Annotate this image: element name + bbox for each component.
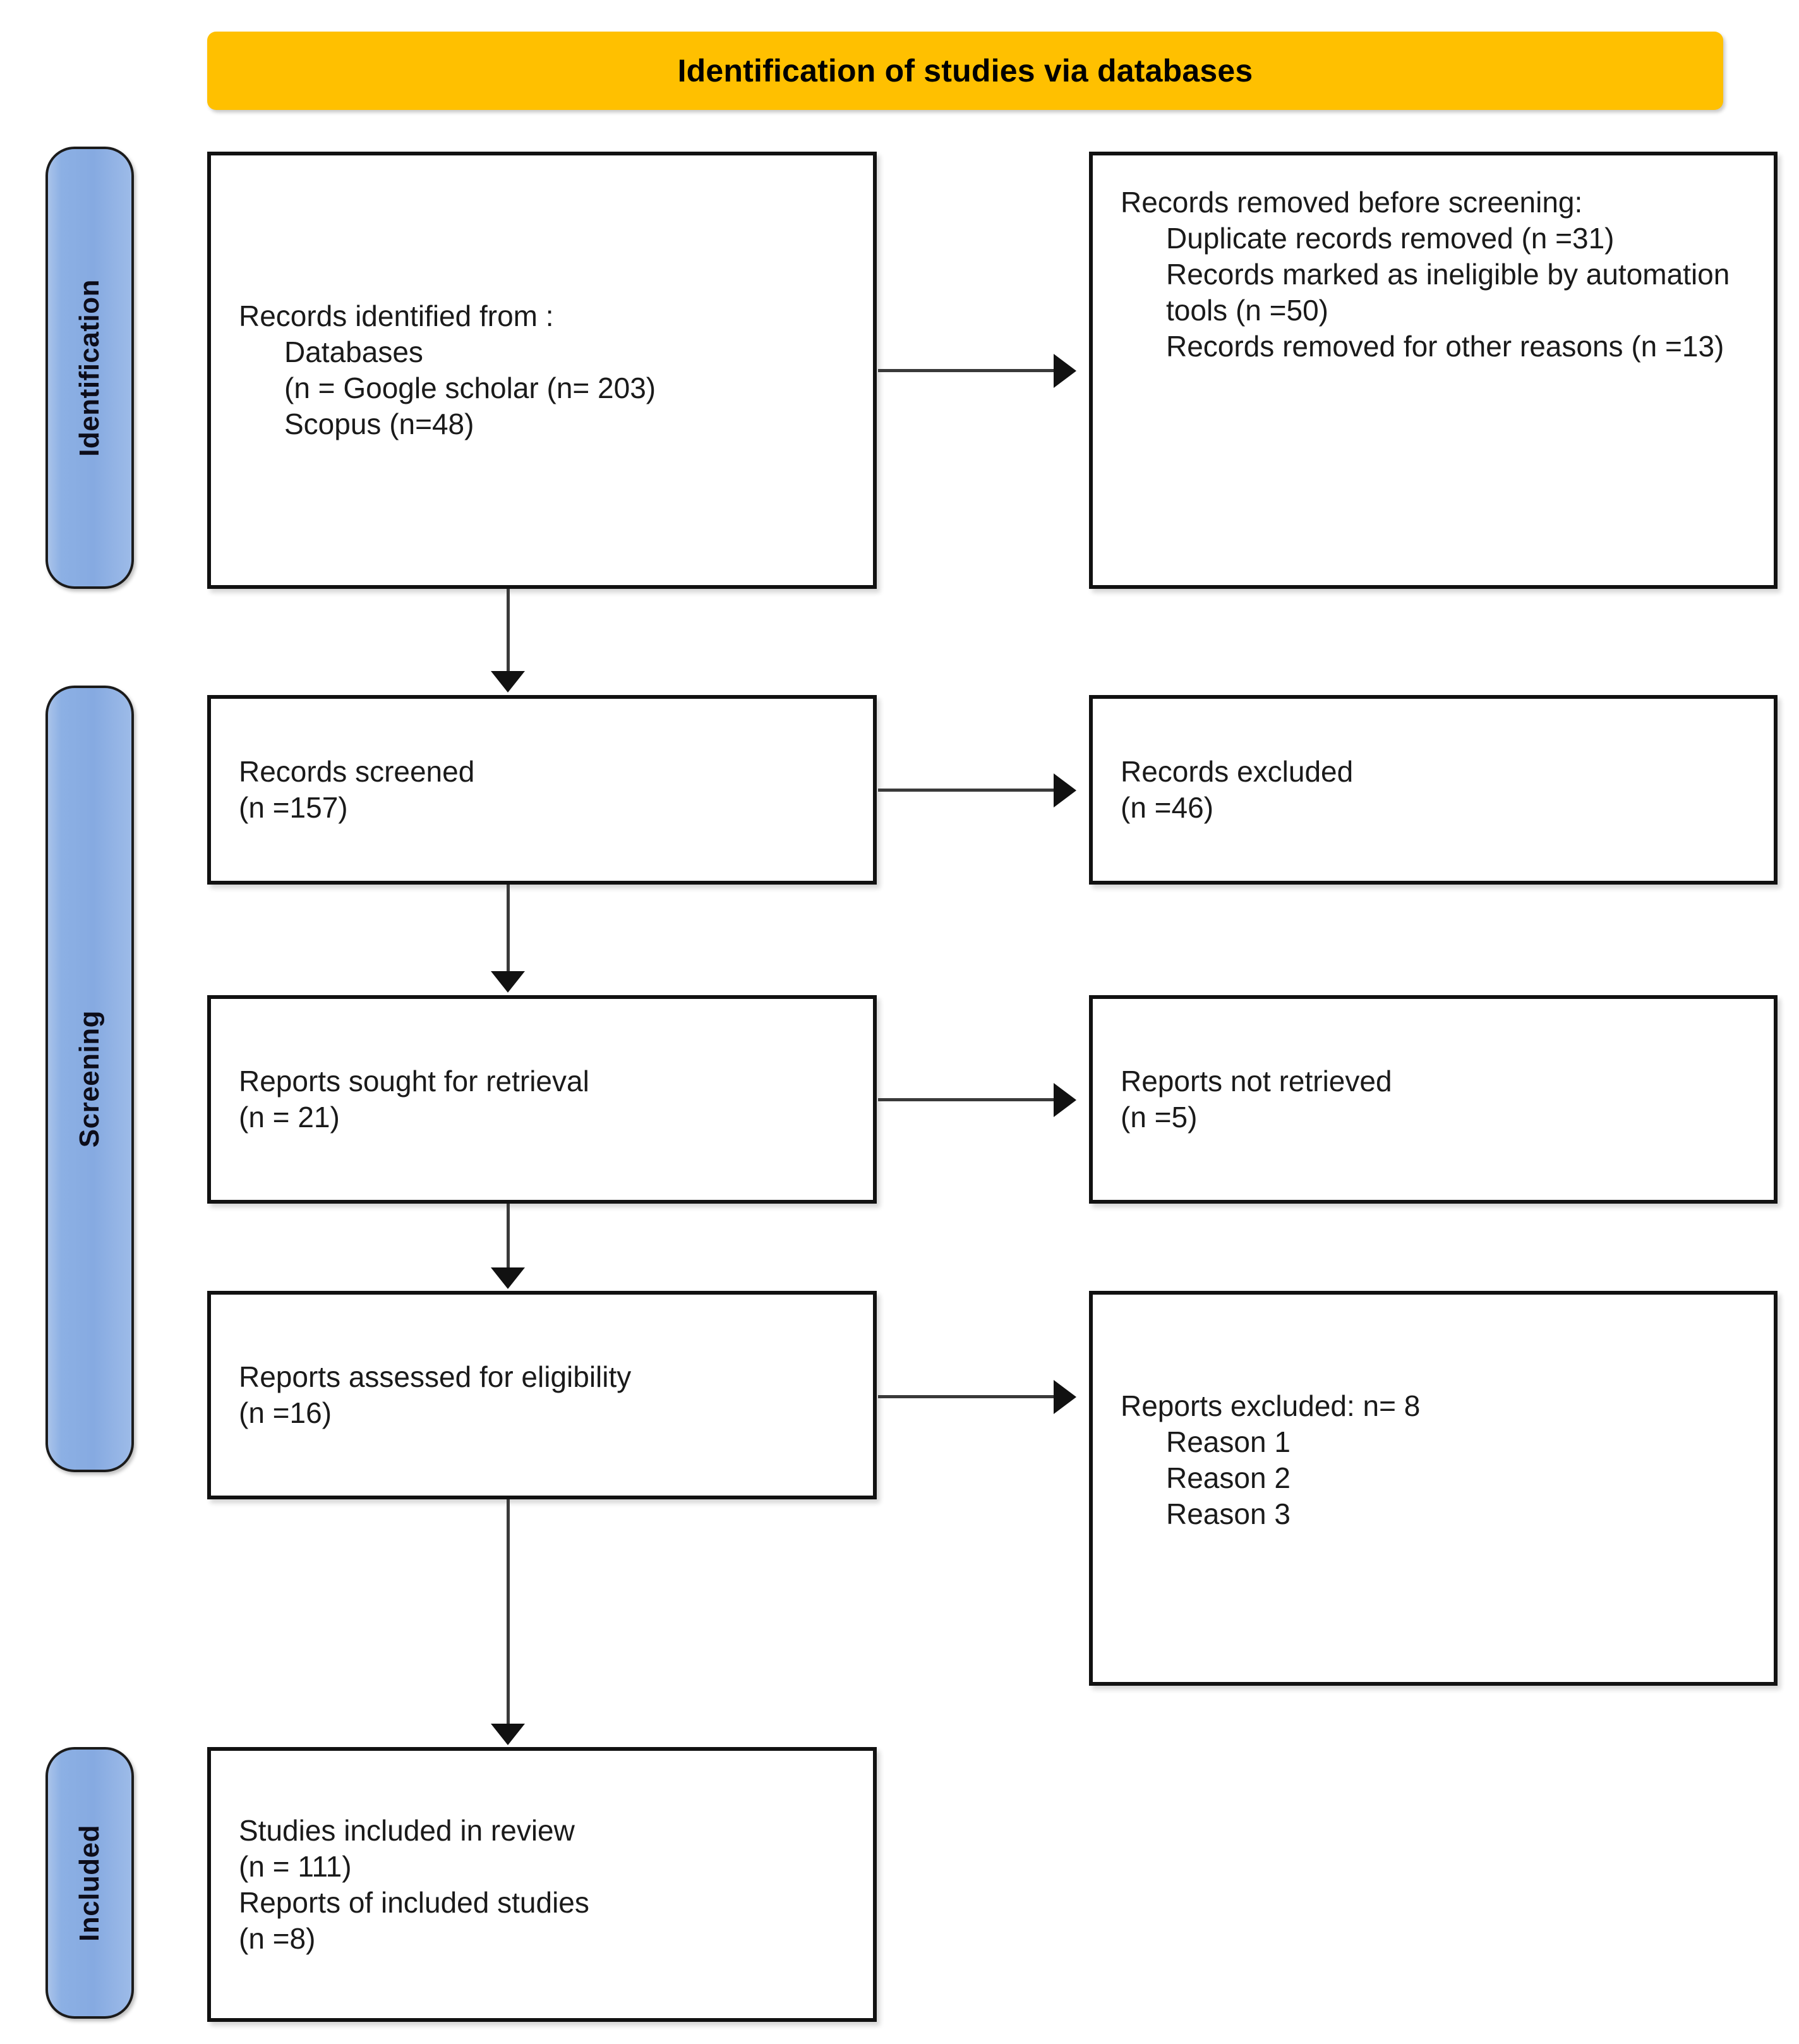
records-excluded-line-1: Records excluded [1121, 754, 1354, 788]
connector-identified-to-removed-arrow-icon [1054, 354, 1076, 388]
reports-excluded-reason-3: Reason 3 [1166, 1497, 1291, 1531]
reports-sought-line-1: Reports sought for retrieval [239, 1064, 589, 1098]
box-records-identified-content: Records identified from : Databases (n =… [239, 298, 854, 442]
records-screened-line-2: (n =157) [239, 791, 348, 824]
records-identified-line-4: Scopus (n=48) [284, 408, 474, 441]
reports-sought-line-2: (n = 21) [239, 1101, 340, 1134]
box-reports-not-retrieved-content: Reports not retrieved (n =5) [1121, 1063, 1755, 1135]
studies-included-line-2: (n = 111) [239, 1849, 352, 1883]
connector-identified-to-screened-arrow-icon [491, 671, 525, 692]
studies-included-line-1: Studies included in review [239, 1813, 575, 1847]
connector-assessed-to-excluded-reports-line [878, 1395, 1057, 1398]
phase-screening-text: Screening [74, 1010, 105, 1148]
box-records-identified: Records identified from : Databases (n =… [207, 152, 877, 589]
records-identified-line-2: Databases [284, 335, 423, 368]
connector-identified-to-screened-line [507, 589, 510, 674]
reports-assessed-line-1: Reports assessed for eligibility [239, 1360, 632, 1393]
box-records-removed-content: Records removed before screening: Duplic… [1121, 184, 1755, 365]
connector-sought-to-not-retrieved-line [878, 1098, 1057, 1101]
records-excluded-line-2: (n =46) [1121, 791, 1214, 824]
records-removed-heading: Records removed before screening: [1121, 184, 1755, 221]
studies-included-line-4: (n =8) [239, 1921, 316, 1955]
connector-screened-to-excluded-arrow-icon [1054, 773, 1076, 807]
records-removed-line-2: Duplicate records removed (n =31) [1166, 222, 1615, 255]
box-reports-assessed-for-eligibility: Reports assessed for eligibility (n =16) [207, 1291, 877, 1499]
phase-identification-text: Identification [74, 279, 105, 457]
box-records-screened: Records screened (n =157) [207, 695, 877, 885]
reports-not-retrieved-line-2: (n =5) [1121, 1101, 1198, 1134]
records-removed-heading-part-3: : [1574, 186, 1583, 219]
reports-assessed-line-2: (n =16) [239, 1396, 332, 1429]
box-reports-excluded-content: Reports excluded: n= 8 Reason 1 Reason 2… [1121, 1388, 1755, 1532]
connector-screened-to-sought-arrow-icon [491, 971, 525, 993]
studies-included-line-3: Reports of included studies [239, 1885, 589, 1919]
connector-sought-to-assessed-line [507, 1204, 510, 1269]
box-reports-assessed-content: Reports assessed for eligibility (n =16) [239, 1359, 854, 1431]
connector-assessed-to-excluded-reports-arrow-icon [1054, 1380, 1076, 1414]
reports-excluded-reason-1: Reason 1 [1166, 1425, 1291, 1459]
box-records-removed-before-screening: Records removed before screening: Duplic… [1089, 152, 1778, 589]
connector-sought-to-not-retrieved-arrow-icon [1054, 1083, 1076, 1117]
records-removed-line-3: Records marked as ineligible by automati… [1166, 258, 1738, 327]
reports-excluded-line-1: Reports excluded: n= 8 [1121, 1389, 1421, 1422]
box-records-screened-content: Records screened (n =157) [239, 754, 854, 826]
banner-title: Identification of studies via databases [677, 53, 1253, 88]
connector-screened-to-excluded-line [878, 789, 1057, 792]
records-screened-line-1: Records screened [239, 754, 475, 788]
records-removed-heading-part-1: Records removed [1121, 186, 1358, 219]
connector-assessed-to-included-line [507, 1499, 510, 1726]
phase-label-included: Included [45, 1747, 134, 2019]
header-banner: Identification of studies via databases [207, 32, 1723, 110]
records-removed-heading-emphasis: before screening [1357, 186, 1575, 219]
reports-excluded-reason-2: Reason 2 [1166, 1461, 1291, 1495]
box-studies-included-content: Studies included in review (n = 111) Rep… [239, 1812, 854, 1956]
phase-included-text: Included [74, 1824, 105, 1942]
box-reports-not-retrieved: Reports not retrieved (n =5) [1089, 995, 1778, 1204]
reports-not-retrieved-line-1: Reports not retrieved [1121, 1064, 1392, 1098]
box-records-excluded-content: Records excluded (n =46) [1121, 754, 1755, 826]
connector-assessed-to-included-arrow-icon [491, 1724, 525, 1745]
phase-label-identification: Identification [45, 147, 134, 589]
box-reports-sought-content: Reports sought for retrieval (n = 21) [239, 1063, 854, 1135]
box-reports-sought-for-retrieval: Reports sought for retrieval (n = 21) [207, 995, 877, 1204]
phase-label-screening: Screening [45, 686, 134, 1472]
records-identified-line-1: Records identified from : [239, 299, 554, 332]
box-studies-included-in-review: Studies included in review (n = 111) Rep… [207, 1747, 877, 2022]
box-reports-excluded: Reports excluded: n= 8 Reason 1 Reason 2… [1089, 1291, 1778, 1686]
box-records-excluded: Records excluded (n =46) [1089, 695, 1778, 885]
records-identified-line-3: (n = Google scholar (n= 203) [284, 372, 656, 404]
records-removed-line-4: Records removed for other reasons (n =13… [1166, 330, 1724, 363]
connector-screened-to-sought-line [507, 885, 510, 973]
connector-sought-to-assessed-arrow-icon [491, 1267, 525, 1289]
connector-identified-to-removed-line [878, 369, 1057, 372]
